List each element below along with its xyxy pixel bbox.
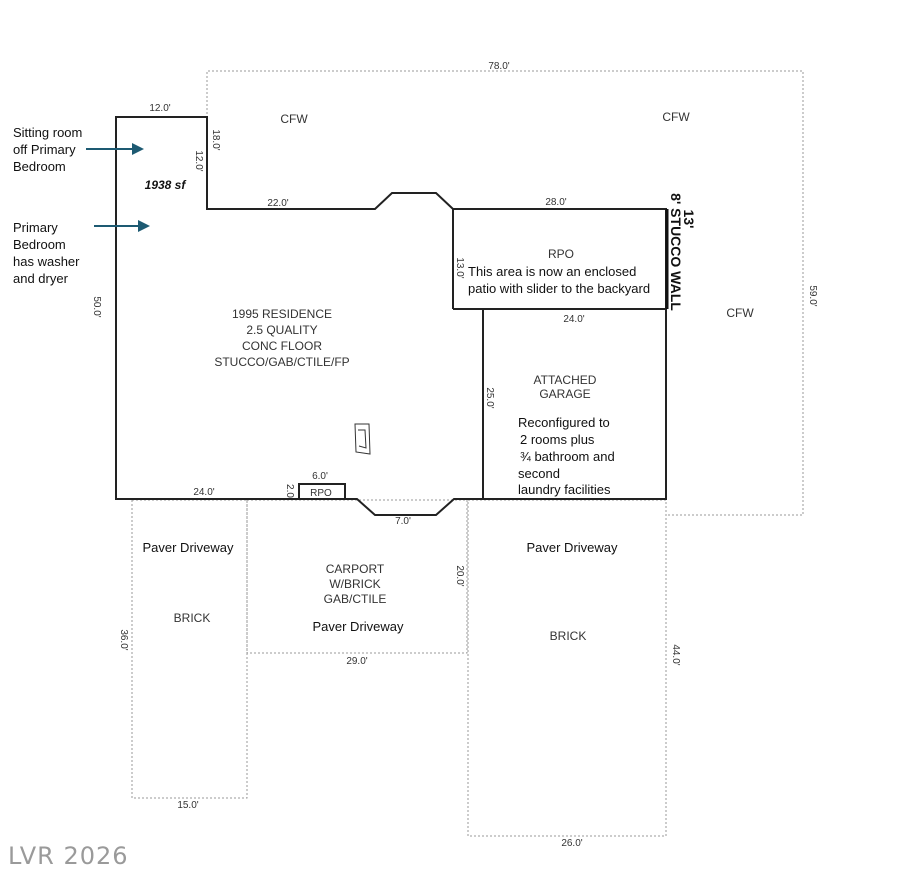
fireplace-inner (358, 429, 367, 449)
note-line: ¾ bathroom and (520, 449, 615, 464)
building-walls (115, 116, 669, 516)
note-line: Bedroom (13, 237, 66, 252)
note-line: second (518, 466, 560, 481)
dim-left-drive-36: 36.0' (118, 629, 129, 650)
garage-label: ATTACHED GARAGE (534, 373, 597, 401)
rpo-small-label: RPO (310, 488, 332, 499)
cfw-label-1: CFW (280, 112, 308, 126)
dim-wall-22: 22.0' (267, 198, 288, 209)
sitting-room-note: Sitting room off Primary Bedroom (13, 125, 82, 174)
garage-reconfig-note: Reconfigured to 2 rooms plus ¾ bathroom … (518, 415, 615, 497)
stucco-wall-13-label: 13' (681, 210, 697, 229)
right-driveway-outline (467, 499, 667, 837)
dim-top-overall: 78.0' (488, 61, 509, 72)
garage-line: ATTACHED (534, 373, 597, 387)
dim-rpo-small-6: 6.0' (312, 471, 328, 482)
residence-label: 1995 RESIDENCE 2.5 QUALITY CONC FLOOR ST… (214, 307, 349, 369)
carport-line: CARPORT (326, 562, 385, 576)
carport-label: CARPORT W/BRICK GAB/CTILE (324, 562, 387, 606)
paver-right-label: Paver Driveway (526, 540, 618, 555)
note-line: Primary (13, 220, 58, 235)
note-line: has washer (13, 254, 80, 269)
arrow-right-icon (94, 220, 150, 232)
dim-right-59: 59.0' (807, 285, 818, 306)
note-line: Bedroom (13, 159, 66, 174)
brick-right-label: BRICK (550, 629, 587, 643)
dim-right-drive-26: 26.0' (561, 838, 582, 849)
dim-sitting-right-upper: 18.0' (210, 129, 221, 150)
note-line: Sitting room (13, 125, 82, 140)
garage-line: GARAGE (539, 387, 590, 401)
area-labels: CFW CFW CFW 1938 sf RPO RPO 1995 RESIDEN… (142, 110, 754, 643)
dim-rpo-small-2: 2.0 (284, 484, 295, 498)
note-line: Reconfigured to (518, 415, 610, 430)
annotations: Sitting room off Primary Bedroom Primary… (13, 125, 650, 497)
residence-line: STUCCO/GAB/CTILE/FP (214, 355, 349, 369)
note-line: laundry facilities (518, 482, 611, 497)
rpo-main-label: RPO (548, 247, 574, 261)
dim-rpo-24: 24.0' (563, 314, 584, 325)
rpo-enclosed-note: This area is now an enclosed patio with … (468, 264, 650, 296)
brick-left-label: BRICK (174, 611, 211, 625)
residence-line: 2.5 QUALITY (246, 323, 317, 337)
carport-line: W/BRICK (329, 577, 380, 591)
dim-left-drive-15: 15.0' (177, 800, 198, 811)
paver-left-label: Paver Driveway (142, 540, 234, 555)
primary-bedroom-note: Primary Bedroom has washer and dryer (13, 220, 80, 286)
note-line: This area is now an enclosed (468, 264, 636, 279)
rpo-small-box (298, 483, 346, 500)
fireplace-symbol (354, 423, 371, 455)
carport-line: GAB/CTILE (324, 592, 387, 606)
stucco-wall-label: 8' STUCCO WALL (668, 193, 684, 311)
dim-carport-29: 29.0' (346, 656, 367, 667)
cfw-label-3: CFW (726, 306, 754, 320)
note-line: 2 rooms plus (520, 432, 595, 447)
residence-line: CONC FLOOR (242, 339, 322, 353)
note-line: off Primary (13, 142, 76, 157)
dim-carport-20: 20.0' (454, 565, 465, 586)
note-line: and dryer (13, 271, 69, 286)
dim-sitting-right-lower: 12.0' (193, 150, 204, 171)
dim-bottom-24: 24.0' (193, 487, 214, 498)
dim-garage-25: 25.0' (484, 387, 495, 408)
dim-left-50: 50.0' (91, 296, 102, 317)
dotted-boundaries (131, 70, 804, 837)
cfw-label-2: CFW (662, 110, 690, 124)
paver-center-label: Paver Driveway (312, 619, 404, 634)
note-line: patio with slider to the backyard (468, 281, 650, 296)
dim-rpo-13: 13.0' (454, 257, 465, 278)
cfw-boundary (206, 70, 804, 516)
arrow-right-icon (86, 143, 144, 155)
dimensions: 78.0' 12.0' 18.0' 12.0' 22.0' 28.0' 13.0… (91, 61, 818, 849)
watermark: LVR 2026 (8, 842, 129, 870)
area-sf-label: 1938 sf (145, 178, 187, 192)
dim-right-drive-44: 44.0' (670, 644, 681, 665)
dim-wall-28: 28.0' (545, 197, 566, 208)
dim-bump-7: 7.0' (395, 516, 411, 527)
dim-sitting-top: 12.0' (149, 103, 170, 114)
residence-line: 1995 RESIDENCE (232, 307, 332, 321)
